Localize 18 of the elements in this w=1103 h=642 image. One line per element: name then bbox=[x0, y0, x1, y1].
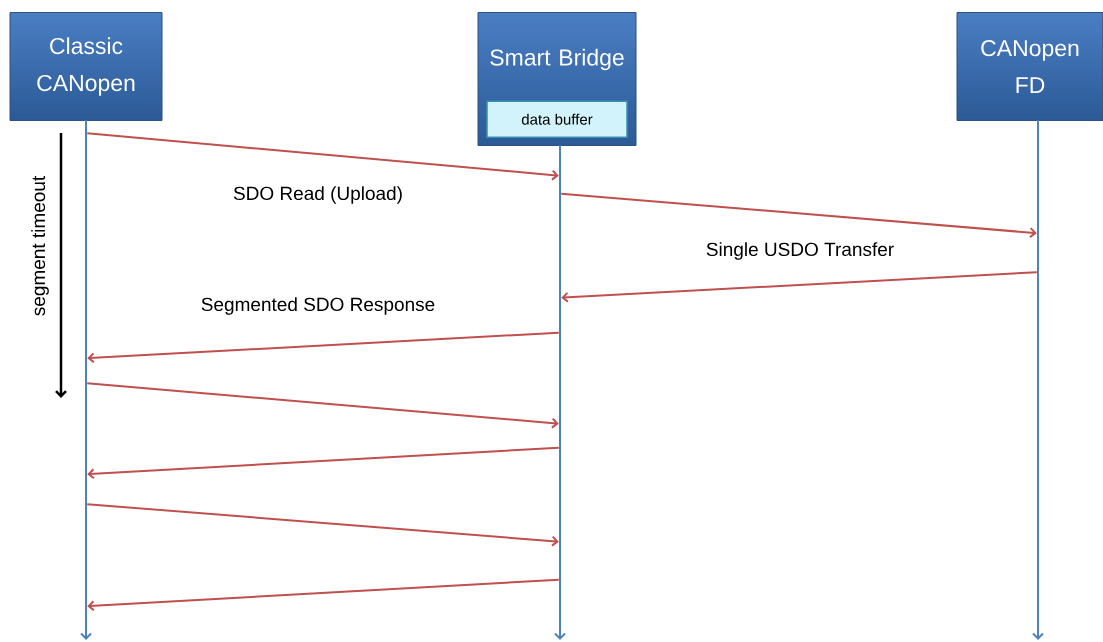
message-label: Single USDO Transfer bbox=[706, 242, 894, 260]
message-arrow bbox=[86, 132, 559, 181]
message-label: SDO Read (Upload) bbox=[233, 186, 402, 204]
participant-box: CANopen FD bbox=[956, 12, 1103, 121]
lifeline-arrow bbox=[1032, 119, 1044, 640]
timeout-label: segment timeout bbox=[31, 175, 49, 316]
message-arrow bbox=[86, 503, 559, 547]
lifeline-arrow bbox=[80, 119, 92, 640]
message-arrow bbox=[561, 271, 1038, 303]
participant-box: Classic CANopen bbox=[9, 12, 163, 121]
message-arrow bbox=[86, 382, 559, 429]
message-arrow bbox=[560, 192, 1037, 239]
message-arrow bbox=[87, 331, 560, 364]
message-label: Segmented SDO Response bbox=[201, 297, 435, 315]
lifeline-arrow bbox=[554, 144, 566, 640]
message-arrow bbox=[87, 446, 560, 480]
buffer-box: data buffer bbox=[486, 100, 628, 138]
message-arrow bbox=[87, 578, 560, 612]
